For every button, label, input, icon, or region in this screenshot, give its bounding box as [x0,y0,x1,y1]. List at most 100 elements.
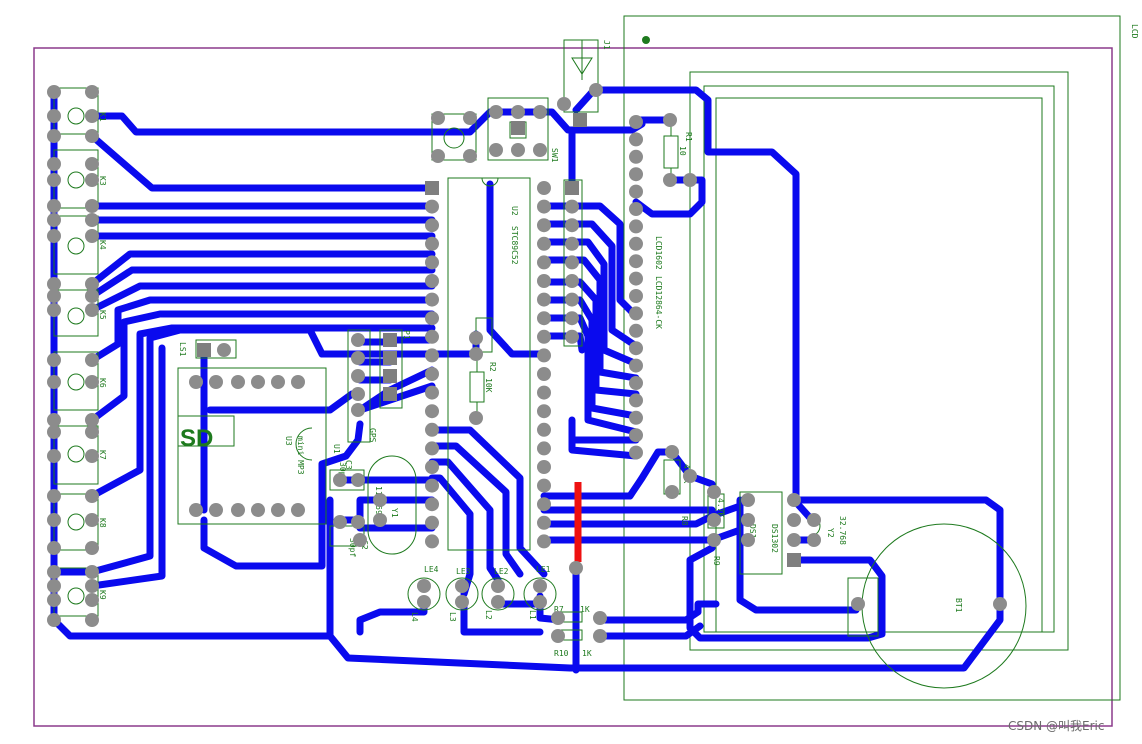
pad [425,236,439,251]
ds1-label: DS1 [748,524,757,539]
pad [511,105,525,119]
pad [425,181,439,195]
pad [85,613,99,627]
pad [565,255,579,270]
pad [417,595,431,609]
pad [383,387,397,401]
pad [47,157,61,171]
pad [537,199,551,214]
rp1-outline [563,179,583,347]
pad [271,503,285,517]
pad [557,97,571,111]
ds1-part-label: DS1302 [770,524,779,553]
u2-part-label: STC89C52 [510,226,519,265]
pad [537,348,551,363]
pad [629,410,643,425]
pad [537,404,551,419]
pad [47,413,61,427]
pad [47,129,61,143]
pad [537,478,551,493]
pad [47,229,61,243]
pad [511,143,525,157]
reset-switch [431,113,477,161]
pad [537,255,551,270]
pad [85,593,99,607]
pad [333,515,347,529]
pad [85,157,99,171]
pad [469,411,483,425]
pad [85,541,99,555]
pad [537,236,551,251]
pad [537,329,551,344]
pad [629,445,643,460]
pad [537,385,551,400]
pad [85,277,99,291]
pad [85,413,99,427]
pad [537,218,551,233]
pad [569,561,583,575]
pad [425,385,439,400]
pad [47,613,61,627]
p1-label: P1 [402,330,411,340]
board-outline [33,47,1113,727]
pad [351,387,365,401]
pad [47,541,61,555]
pad [85,565,99,579]
pad [629,376,643,390]
pad [537,460,551,474]
lcd-title-label: LCD [1130,24,1139,39]
pad [47,489,61,503]
pad [351,369,365,383]
pad [333,473,347,487]
pad [47,289,61,303]
pad [425,329,439,344]
pad [565,311,579,326]
pad [683,469,697,483]
pad [85,229,99,243]
pad [455,595,469,609]
le3-label: LE3 [456,567,471,576]
pad [629,271,643,286]
pad [851,597,865,611]
l3-label: L3 [448,612,457,622]
pad [511,121,525,135]
r9-label: R9 [712,556,721,566]
pad [425,404,439,419]
le2-label: LE2 [494,567,509,576]
pad [565,199,579,214]
pad [533,143,547,157]
pad [665,445,679,459]
y1-label: Y1 [390,508,399,518]
pad [85,513,99,527]
pad [629,202,643,216]
pad [629,306,643,321]
pad [47,199,61,213]
pad [425,199,439,214]
pad [373,493,387,507]
pad [707,485,721,499]
r7-value-label: 1K [580,605,590,614]
c3-label: C3 [344,460,353,470]
pad [47,375,61,389]
pad [551,611,565,625]
pad [629,289,643,303]
le1-label: LE1 [536,565,551,574]
csdn-watermark: CSDN @叫我Eric [1008,719,1104,733]
pad [251,375,265,389]
pad [629,341,643,356]
pad [85,375,99,389]
bt1-label: BT1 [954,598,963,613]
y1-crystal [367,455,417,555]
pad [593,611,607,625]
j1-connector [563,39,599,113]
pad [47,109,61,123]
u3-part-label: mini MP3 [296,436,305,475]
l2-label: L2 [484,610,493,620]
pad [209,503,223,517]
pad [383,369,397,383]
pad [629,132,643,147]
pad [565,329,579,344]
pad [217,343,231,357]
pad [85,579,99,593]
